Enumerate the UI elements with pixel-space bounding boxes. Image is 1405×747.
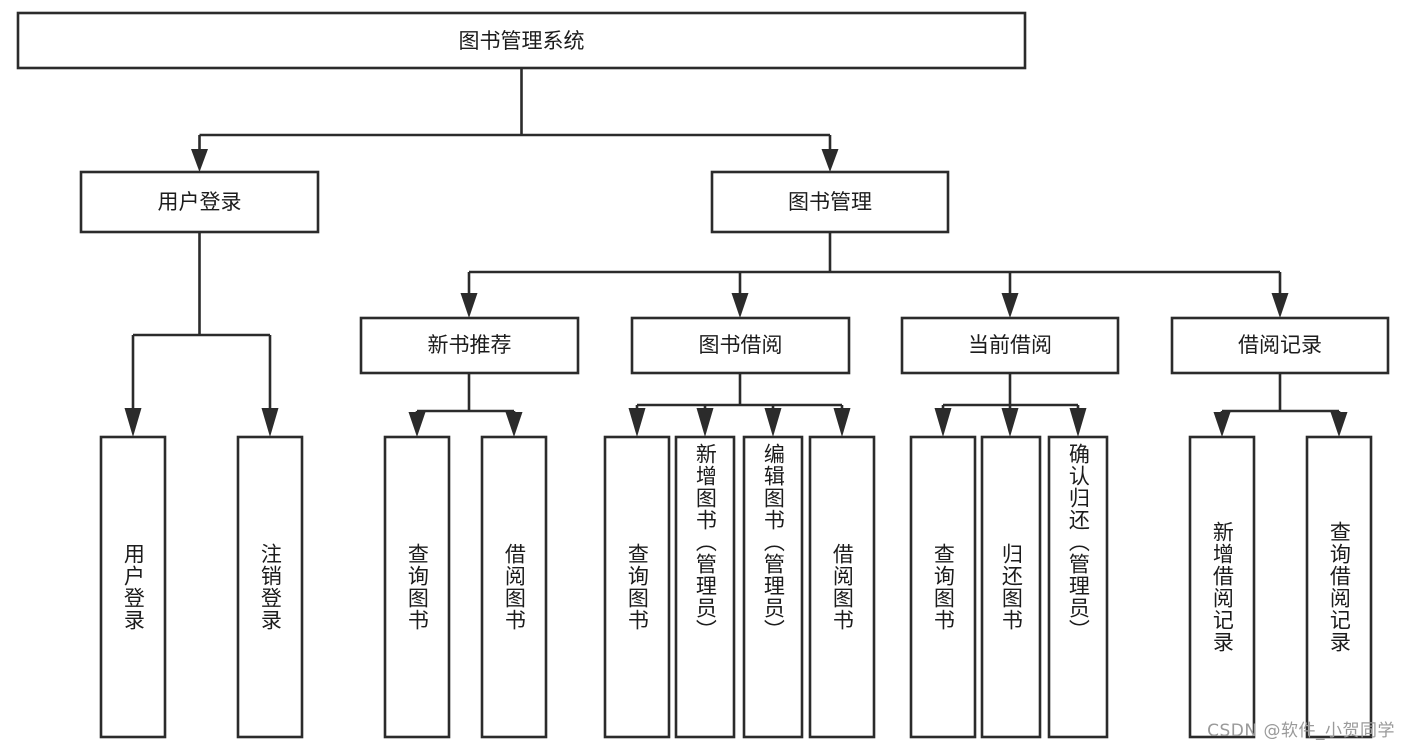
node-borrow-record-label: 借阅记录 — [1238, 333, 1322, 357]
node-root[interactable] — [16, 11, 1027, 70]
node-layer: 图书管理系统 用户登录 图书管理 新书推荐 图书借阅 当前借阅 借阅记录 — [16, 11, 1390, 739]
node-book-manage[interactable] — [710, 170, 950, 234]
arrow-leaf-add-book — [696, 408, 714, 437]
arrow-newbook — [460, 293, 478, 318]
node-leaf-user-login[interactable] — [99, 435, 167, 739]
arrow-leaf-add-record — [1213, 412, 1231, 437]
node-leaf-query-book-1[interactable] — [383, 435, 451, 739]
arrow-bookmanage — [821, 149, 839, 172]
node-current-borrow-label: 当前借阅 — [968, 333, 1052, 357]
arrow-leaf-user-login — [124, 408, 142, 437]
node-book-manage-label: 图书管理 — [788, 190, 872, 214]
node-leaf-add-book[interactable] — [674, 435, 736, 739]
watermark-text: CSDN @软件_小贺同学 — [1207, 721, 1395, 741]
arrow-leaf-user-logout — [261, 408, 279, 437]
node-new-book-rec-label: 新书推荐 — [428, 333, 512, 357]
arrow-leaf-edit-book — [764, 408, 782, 437]
arrow-leaf-borrow-book-1 — [505, 412, 523, 437]
arrow-leaf-borrow-book-2 — [833, 408, 851, 437]
node-new-book-rec[interactable] — [359, 316, 580, 375]
arrow-userlogin — [191, 149, 208, 172]
node-leaf-edit-book[interactable] — [742, 435, 804, 739]
node-leaf-user-logout[interactable] — [236, 435, 304, 739]
node-book-borrow[interactable] — [630, 316, 851, 375]
node-user-login[interactable] — [79, 170, 320, 234]
arrow-borrowrecord — [1271, 293, 1289, 318]
node-root-label: 图书管理系统 — [459, 29, 585, 53]
arrow-leaf-query-book-2 — [628, 408, 646, 437]
node-leaf-add-record[interactable] — [1188, 435, 1256, 739]
arrow-leaf-query-book-1 — [408, 412, 426, 437]
node-book-borrow-label: 图书借阅 — [699, 333, 783, 357]
arrow-leaf-query-record — [1330, 412, 1348, 437]
node-leaf-query-book-3[interactable] — [909, 435, 977, 739]
arrow-leaf-query-book-3 — [934, 408, 952, 437]
arrow-leaf-return-book — [1001, 408, 1019, 437]
connector-layer — [124, 68, 1348, 437]
node-current-borrow[interactable] — [900, 316, 1120, 375]
node-leaf-borrow-book-1[interactable] — [480, 435, 548, 739]
node-leaf-return-book[interactable] — [980, 435, 1042, 739]
arrow-currentborrow — [1001, 293, 1019, 318]
node-leaf-confirm-return[interactable] — [1047, 435, 1109, 739]
node-borrow-record[interactable] — [1170, 316, 1390, 375]
node-leaf-borrow-book-2[interactable] — [808, 435, 876, 739]
node-leaf-query-book-2[interactable] — [603, 435, 671, 739]
node-leaf-query-record[interactable] — [1305, 435, 1373, 739]
arrow-leaf-confirm-return — [1069, 408, 1087, 437]
arrow-bookborrow — [731, 293, 749, 318]
node-user-login-label: 用户登录 — [158, 190, 242, 214]
